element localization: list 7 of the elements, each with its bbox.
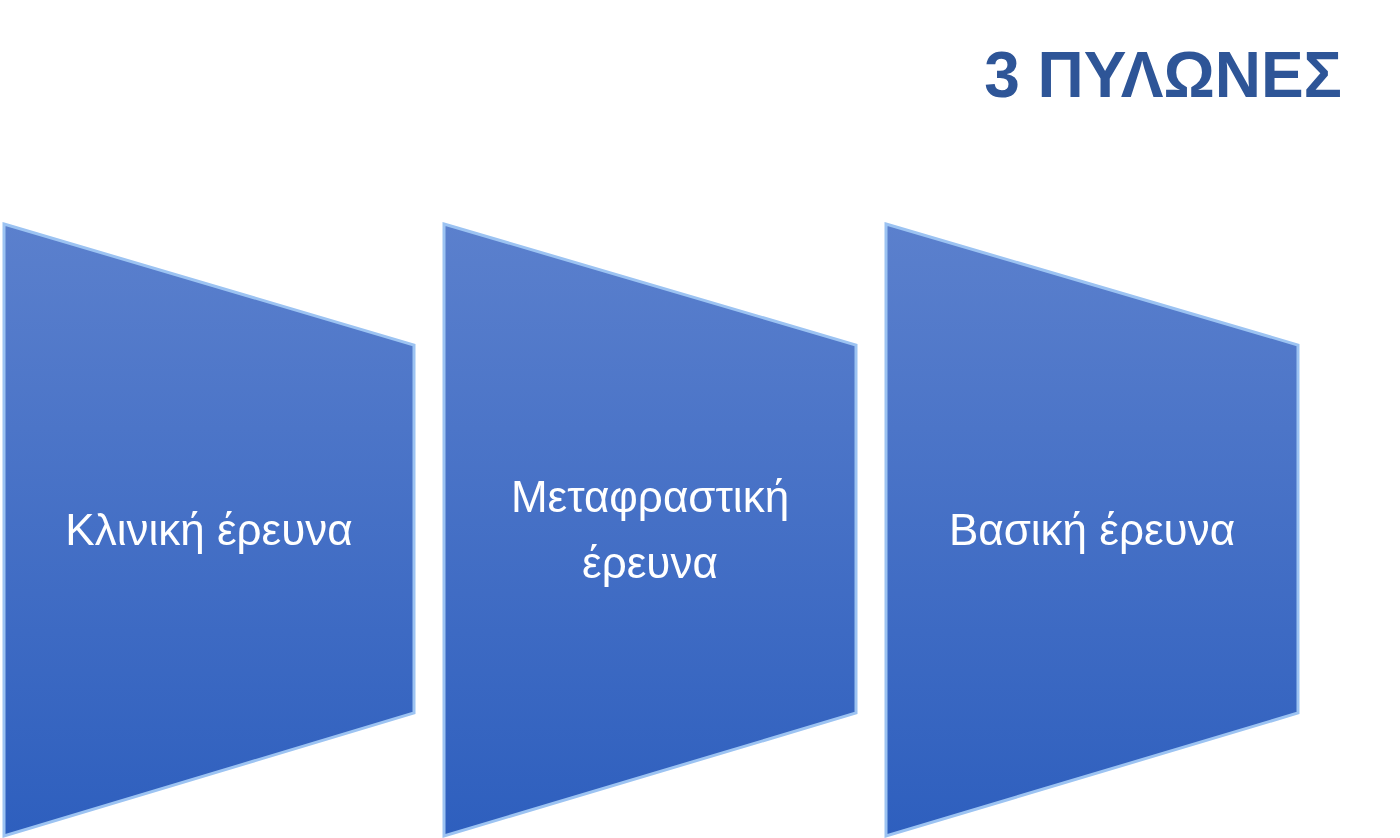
pillar-label: Μεταφραστική έρευνα xyxy=(509,471,791,589)
pillar-shape xyxy=(4,224,414,836)
pillar-shape xyxy=(886,224,1298,836)
pillar-label: Κλινική έρευνα xyxy=(65,504,353,556)
pillar-shape xyxy=(444,224,856,836)
diagram-title: 3 ΠΥΛΩΝΕΣ xyxy=(984,38,1342,112)
pillar-label: Βασική έρευνα xyxy=(948,504,1236,556)
